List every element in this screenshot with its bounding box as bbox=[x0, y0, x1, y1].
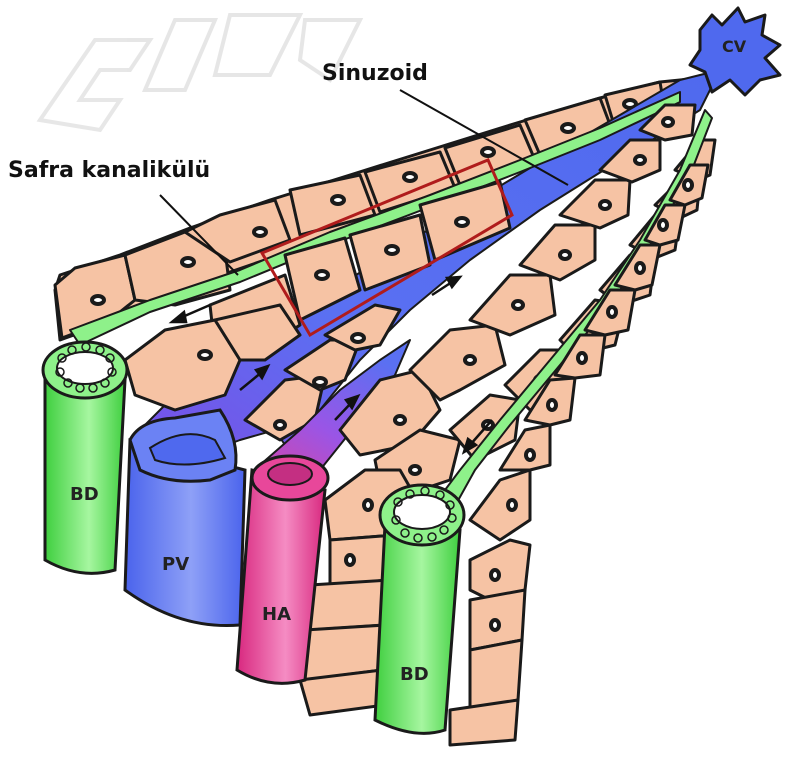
nucleus-icon bbox=[600, 201, 610, 209]
nucleus-icon bbox=[684, 180, 692, 190]
nucleus-icon bbox=[352, 334, 364, 342]
nucleus-icon bbox=[456, 218, 468, 226]
nucleus-icon bbox=[465, 356, 475, 364]
nucleus-icon bbox=[560, 251, 570, 259]
portal-vein bbox=[125, 410, 245, 626]
label-bd-right: BD bbox=[400, 664, 429, 685]
label-cv: CV bbox=[722, 37, 747, 56]
label-pv: PV bbox=[162, 554, 189, 575]
bile-duct-left bbox=[43, 342, 127, 573]
nucleus-icon bbox=[635, 156, 645, 164]
nucleus-icon bbox=[659, 220, 667, 230]
label-bd-left: BD bbox=[70, 484, 99, 505]
nucleus-icon bbox=[410, 466, 420, 474]
nucleus-icon bbox=[513, 301, 523, 309]
nucleus-icon bbox=[508, 500, 516, 510]
label-sinuzoid: Sinuzoid bbox=[322, 61, 428, 86]
nucleus-icon bbox=[316, 271, 328, 279]
nucleus-icon bbox=[364, 500, 372, 510]
nucleus-icon bbox=[199, 351, 211, 359]
nucleus-icon bbox=[608, 307, 616, 317]
label-ha: HA bbox=[262, 604, 291, 625]
nucleus-icon bbox=[314, 378, 326, 386]
nucleus-icon bbox=[275, 421, 285, 429]
nucleus-icon bbox=[491, 620, 499, 630]
flow-arrow-icon bbox=[172, 305, 210, 322]
nucleus-icon bbox=[578, 353, 586, 363]
bile-duct-right bbox=[375, 485, 464, 733]
label-safra-kanalikulu: Safra kanalikülü bbox=[8, 158, 210, 183]
nucleus-icon bbox=[491, 570, 499, 580]
nucleus-icon bbox=[386, 246, 398, 254]
nucleus-icon bbox=[663, 118, 673, 126]
nucleus-icon bbox=[548, 400, 556, 410]
watermark bbox=[40, 15, 360, 130]
nucleus-icon bbox=[636, 263, 644, 273]
nucleus-icon bbox=[526, 450, 534, 460]
nucleus-icon bbox=[346, 555, 354, 565]
nucleus-icon bbox=[395, 416, 405, 424]
